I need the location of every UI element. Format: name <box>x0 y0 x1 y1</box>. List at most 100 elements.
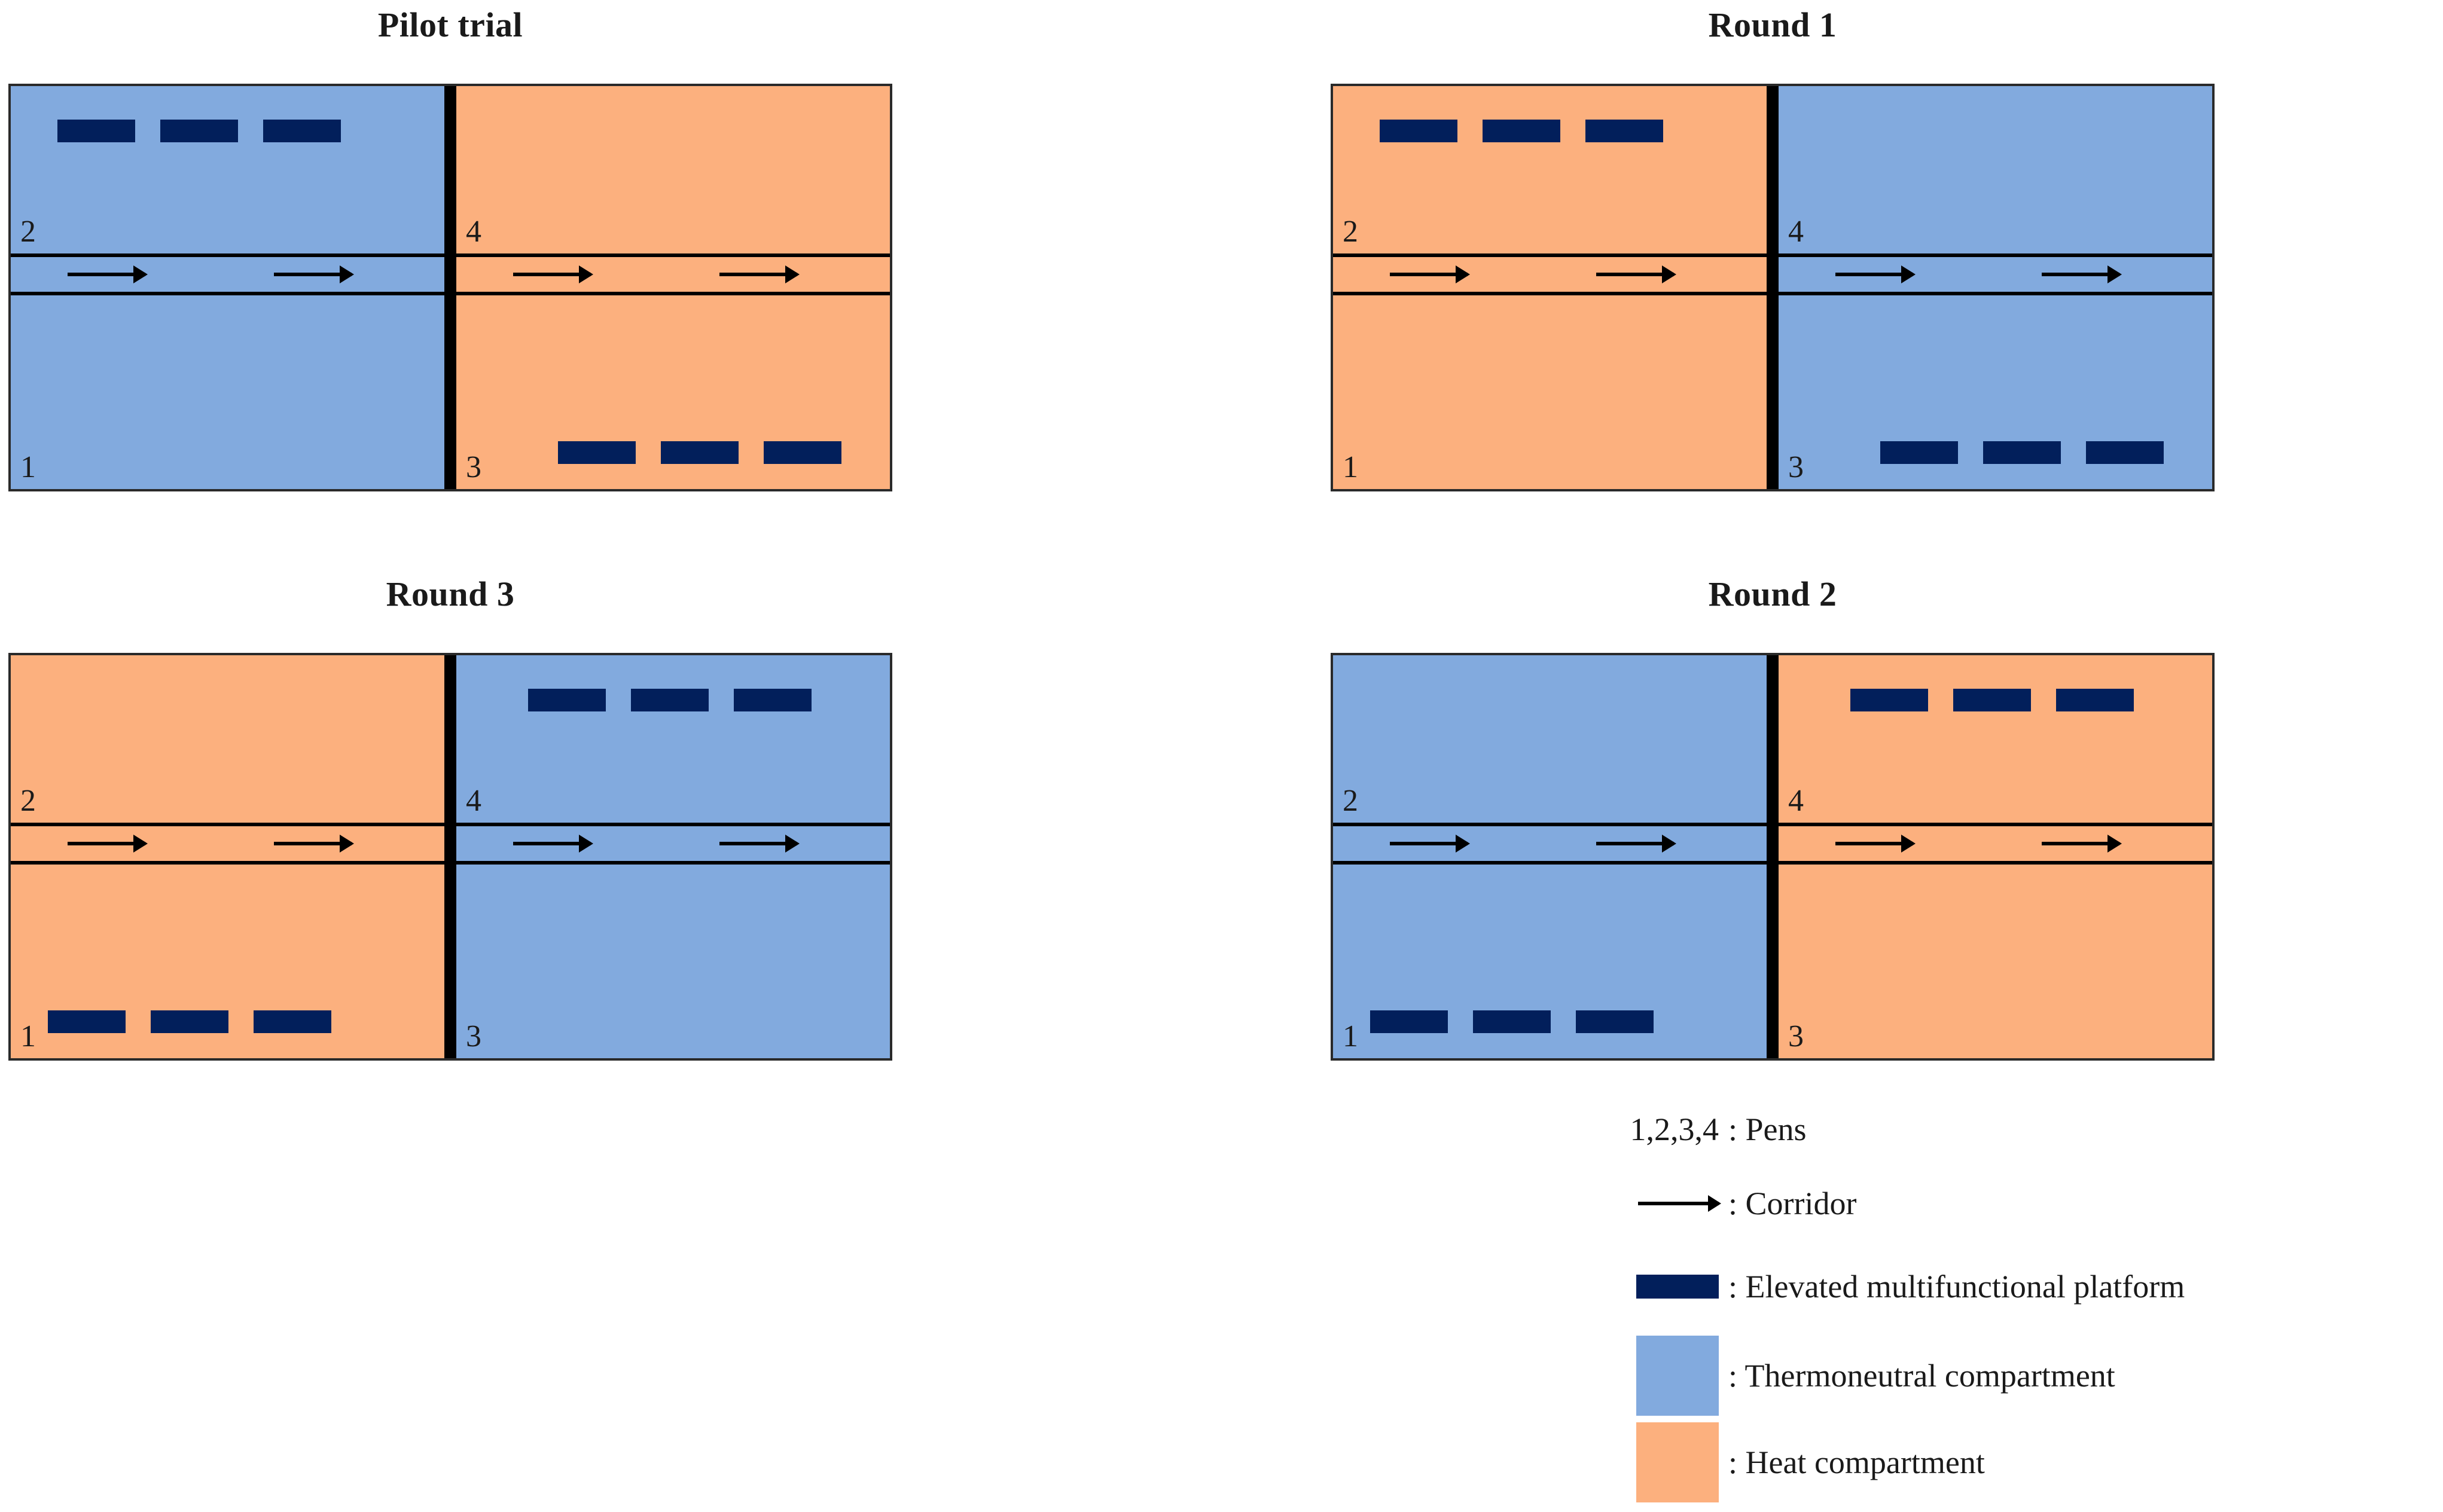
corridor-arrow-icon <box>68 273 145 276</box>
corridor-arrow-icon <box>2042 842 2119 845</box>
legend-key-thermoneutral <box>1555 1336 1728 1416</box>
legend-item-heat: : Heat compartment <box>1555 1421 2434 1504</box>
pen-label: 3 <box>466 1019 481 1053</box>
corridor-arrow-icon <box>2042 273 2119 276</box>
compartment-left: 2 1 <box>1333 655 1773 1058</box>
platform-bar <box>1380 120 1457 142</box>
enclosure-diagram: 2 1 4 3 <box>8 84 892 491</box>
pen-3: 3 <box>456 865 890 1058</box>
corridor-left <box>11 823 444 865</box>
corridor-arrow-icon <box>1596 273 1674 276</box>
enclosure-diagram: 2 1 4 3 <box>1331 84 2215 491</box>
legend-label-thermoneutral: : Thermoneutral compartment <box>1728 1358 2115 1394</box>
pen-label: 4 <box>466 215 481 249</box>
panel-title: Pilot trial <box>377 5 523 44</box>
platform-bar <box>160 120 238 142</box>
corridor-right <box>456 253 890 295</box>
corridor-arrow-icon <box>1638 1202 1719 1205</box>
legend: 1,2,3,4 : Pens : Corridor : Elevated mul… <box>1555 1094 2434 1504</box>
pen-2: 2 <box>11 86 444 253</box>
corridor-left <box>1333 823 1767 865</box>
corridor-left <box>1333 253 1767 295</box>
compartment-left: 2 1 <box>11 655 450 1058</box>
pen-1: 1 <box>11 295 444 489</box>
legend-key-heat <box>1555 1422 1728 1502</box>
pen-label: 3 <box>1788 450 1804 484</box>
platform-bar <box>1483 120 1560 142</box>
corridor-arrow-icon <box>719 273 797 276</box>
legend-label-corridor: : Corridor <box>1728 1186 1857 1221</box>
platform-bar <box>57 120 135 142</box>
corridor-right <box>1779 823 2212 865</box>
pen-2: 2 <box>1333 86 1767 253</box>
corridor-arrow-icon <box>68 842 145 845</box>
legend-item-thermoneutral: : Thermoneutral compartment <box>1555 1331 2434 1421</box>
pen-label: 1 <box>1343 450 1358 484</box>
platform-bar <box>1473 1010 1551 1033</box>
pen-1: 1 <box>1333 865 1767 1058</box>
platform-bar <box>1953 689 2031 711</box>
platform-bar <box>661 441 739 464</box>
pen-4: 4 <box>456 655 890 823</box>
platform-bar <box>1585 120 1663 142</box>
compartment-left: 2 1 <box>11 86 450 489</box>
corridor-arrow-icon <box>513 842 591 845</box>
heat-swatch-icon <box>1636 1422 1719 1502</box>
platform-bar <box>734 689 812 711</box>
pen-label: 3 <box>1788 1019 1804 1053</box>
platform-bar <box>1850 689 1928 711</box>
platform-group <box>1380 120 1663 142</box>
pen-label: 1 <box>20 1019 36 1053</box>
platform-bar <box>1880 441 1958 464</box>
compartment-right: 4 3 <box>450 655 890 1058</box>
legend-item-corridor: : Corridor <box>1555 1165 2434 1242</box>
platform-group <box>1370 1010 1654 1033</box>
platform-group <box>558 441 841 464</box>
platform-group <box>48 1010 331 1033</box>
legend-label-pens: : Pens <box>1728 1111 1807 1147</box>
thermoneutral-swatch-icon <box>1636 1336 1719 1416</box>
platform-bar <box>2086 441 2164 464</box>
pen-2: 2 <box>1333 655 1767 823</box>
pen-label: 2 <box>1343 784 1358 818</box>
corridor-arrow-icon <box>274 273 352 276</box>
pen-4: 4 <box>1779 86 2212 253</box>
pen-3: 3 <box>1779 865 2212 1058</box>
pen-label: 2 <box>20 784 36 818</box>
platform-bar <box>631 689 709 711</box>
platform-bar <box>764 441 841 464</box>
corridor-arrow-icon <box>719 842 797 845</box>
panel-title: Round 2 <box>1708 575 1837 613</box>
pen-label: 2 <box>20 215 36 249</box>
platform-group <box>528 689 812 711</box>
platform-bar <box>48 1010 126 1033</box>
platform-bar <box>558 441 636 464</box>
corridor-arrow-icon <box>513 273 591 276</box>
pen-4: 4 <box>456 86 890 253</box>
platform-group <box>57 120 341 142</box>
pen-label: 1 <box>20 450 36 484</box>
legend-label-platform: : Elevated multifunctional platform <box>1728 1269 2185 1305</box>
corridor-arrow-icon <box>1390 842 1468 845</box>
pen-label: 4 <box>466 784 481 818</box>
pen-2: 2 <box>11 655 444 823</box>
platform-bar <box>2056 689 2134 711</box>
corridor-arrow-icon <box>1835 273 1913 276</box>
legend-key-pens: 1,2,3,4 <box>1555 1111 1728 1148</box>
pen-label: 2 <box>1343 215 1358 249</box>
compartment-right: 4 3 <box>1773 655 2212 1058</box>
compartment-left: 2 1 <box>1333 86 1773 489</box>
corridor-arrow-icon <box>1835 842 1913 845</box>
pen-label: 4 <box>1788 215 1804 249</box>
enclosure-diagram: 2 1 4 <box>8 653 892 1061</box>
panel-title: Round 1 <box>1708 5 1837 44</box>
legend-key-corridor <box>1555 1202 1728 1205</box>
platform-swatch-icon <box>1636 1275 1719 1299</box>
pen-4: 4 <box>1779 655 2212 823</box>
corridor-right <box>1779 253 2212 295</box>
legend-label-heat: : Heat compartment <box>1728 1444 1985 1480</box>
platform-bar <box>151 1010 228 1033</box>
enclosure-diagram: 2 1 4 <box>1331 653 2215 1061</box>
platform-bar <box>263 120 341 142</box>
platform-bar <box>1983 441 2061 464</box>
